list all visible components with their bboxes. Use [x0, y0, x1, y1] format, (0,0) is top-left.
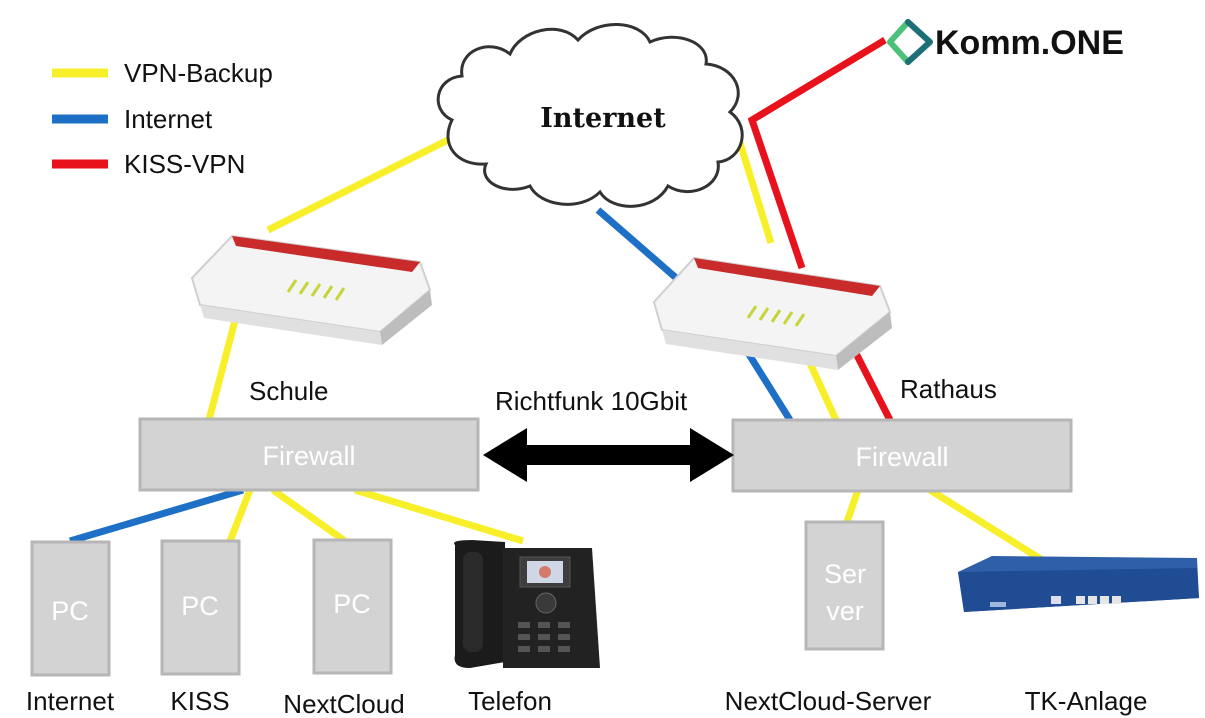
legend: VPN-Backup Internet KISS-VPN — [52, 58, 273, 179]
vpn-backup-line-firewall-to-server — [843, 488, 862, 524]
caption-kiss: KISS — [170, 686, 229, 716]
router-icon — [190, 234, 432, 345]
caption-nextcloud: NextCloud — [283, 689, 404, 718]
kommone-wordmark: Komm.ONE — [935, 24, 1124, 62]
site-label-rathaus: Rathaus — [900, 374, 997, 404]
kiss-vpn-line-kommone-to-townhall-router — [747, 37, 887, 270]
site-label-schule: Schule — [249, 376, 329, 406]
legend-label-vpn-backup: VPN-Backup — [124, 58, 273, 88]
caption-telefon: Telefon — [468, 686, 552, 716]
vpn-backup-line-firewall-to-pc-nextcloud — [270, 487, 348, 544]
firewall-label-schule: Firewall — [262, 441, 355, 471]
firewall-rathaus: Firewall — [731, 418, 1073, 493]
cloud-label: Internet — [540, 103, 666, 134]
internet-cloud: Internet — [436, 23, 744, 208]
double-arrow-icon — [483, 428, 734, 482]
legend-label-kiss-vpn: KISS-VPN — [124, 149, 245, 179]
vpn-backup-line-cloud-to-school-router — [266, 131, 460, 234]
internet-line-firewall-to-pc-internet — [69, 486, 244, 545]
kommone-chevron-logo — [887, 19, 933, 65]
firewall-schule: Firewall — [138, 417, 480, 492]
kommone-brand: Komm.ONE — [887, 19, 1124, 65]
rack-switch-icon — [958, 556, 1199, 612]
pc-box-label: PC — [181, 591, 219, 621]
link-label-richtfunk: Richtfunk 10Gbit — [495, 386, 688, 416]
pc-box-label: PC — [333, 589, 371, 619]
ip-phone-icon — [454, 540, 600, 668]
router-icon — [652, 256, 892, 370]
caption-nextcloud-server: NextCloud-Server — [725, 686, 932, 716]
pc-box-internet: PC — [30, 540, 111, 677]
pc-box-label: PC — [51, 596, 89, 626]
server-box-nextcloud: Ser ver — [804, 520, 885, 651]
firewall-label-rathaus: Firewall — [855, 442, 948, 472]
vpn-backup-line-firewall-to-pc-kiss — [226, 488, 254, 543]
caption-tk-anlage: TK-Anlage — [1025, 686, 1148, 716]
pc-box-kiss: PC — [160, 539, 241, 676]
caption-internet: Internet — [26, 686, 115, 716]
server-box-label-line-2: ver — [826, 596, 864, 626]
vpn-backup-line-cloud-to-townhall-router — [733, 131, 775, 245]
legend-label-internet: Internet — [124, 104, 213, 134]
internet-line-cloud-to-townhall-router — [595, 207, 693, 293]
vpn-backup-line-firewall-to-telefon — [353, 486, 525, 545]
server-box-label-line-1: Ser — [824, 559, 866, 589]
pc-box-nextcloud: PC — [312, 538, 393, 675]
